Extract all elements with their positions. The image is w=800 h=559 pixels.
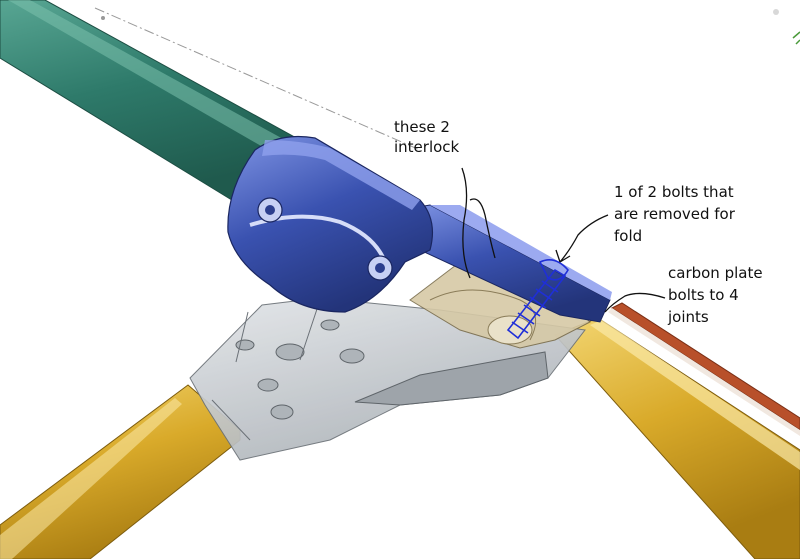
view-indicator xyxy=(773,9,779,15)
axis-point xyxy=(101,16,105,20)
yellow-tube-left-highlight xyxy=(0,398,182,559)
blue-clamp-band xyxy=(262,140,420,210)
grey-joint-hole xyxy=(270,404,294,420)
annotation-interlock: these 2 interlock xyxy=(394,118,460,156)
carbon-leader xyxy=(604,292,666,313)
green-tube-highlight xyxy=(8,0,285,150)
bolts-leader xyxy=(555,214,609,263)
interlock-leader xyxy=(461,167,496,279)
interlock-bore xyxy=(487,315,533,345)
carbon-plate-highlight xyxy=(608,308,800,436)
grey-joint-edge xyxy=(211,299,321,441)
grey-joint-hole xyxy=(275,343,305,361)
blue-clamp-bar-top xyxy=(430,205,612,300)
interlock-curve xyxy=(429,289,537,341)
annotation-interlock-line: interlock xyxy=(394,138,460,156)
annotation-carbon: carbon plate bolts to 4 joints xyxy=(667,264,767,326)
grey-joint-hole xyxy=(257,378,279,392)
annotation-bolts: 1 of 2 bolts that are removed for fold xyxy=(614,183,740,245)
view-axis-mark xyxy=(792,31,800,45)
bolt-sketch xyxy=(506,259,569,340)
annotation-bolts-line: 1 of 2 bolts that xyxy=(614,183,734,201)
annotation-carbon-line: bolts to 4 xyxy=(668,286,739,304)
grey-joint-hole xyxy=(320,319,340,331)
annotation-interlock-line: these 2 xyxy=(394,118,450,136)
annotation-bolts-line: fold xyxy=(614,227,642,245)
blue-clamp-bolt-core xyxy=(375,263,385,273)
grey-joint-wedge xyxy=(354,351,549,406)
blue-clamp-bolt-core xyxy=(265,205,275,215)
axis-line xyxy=(94,7,421,151)
grey-joint-hole xyxy=(339,348,365,364)
annotation-carbon-line: joints xyxy=(667,308,709,326)
annotation-carbon-line: carbon plate xyxy=(668,264,763,282)
yellow-tube-right-highlight xyxy=(590,320,800,470)
annotation-bolts-line: are removed for xyxy=(614,205,736,223)
grey-joint-hole xyxy=(235,339,255,351)
